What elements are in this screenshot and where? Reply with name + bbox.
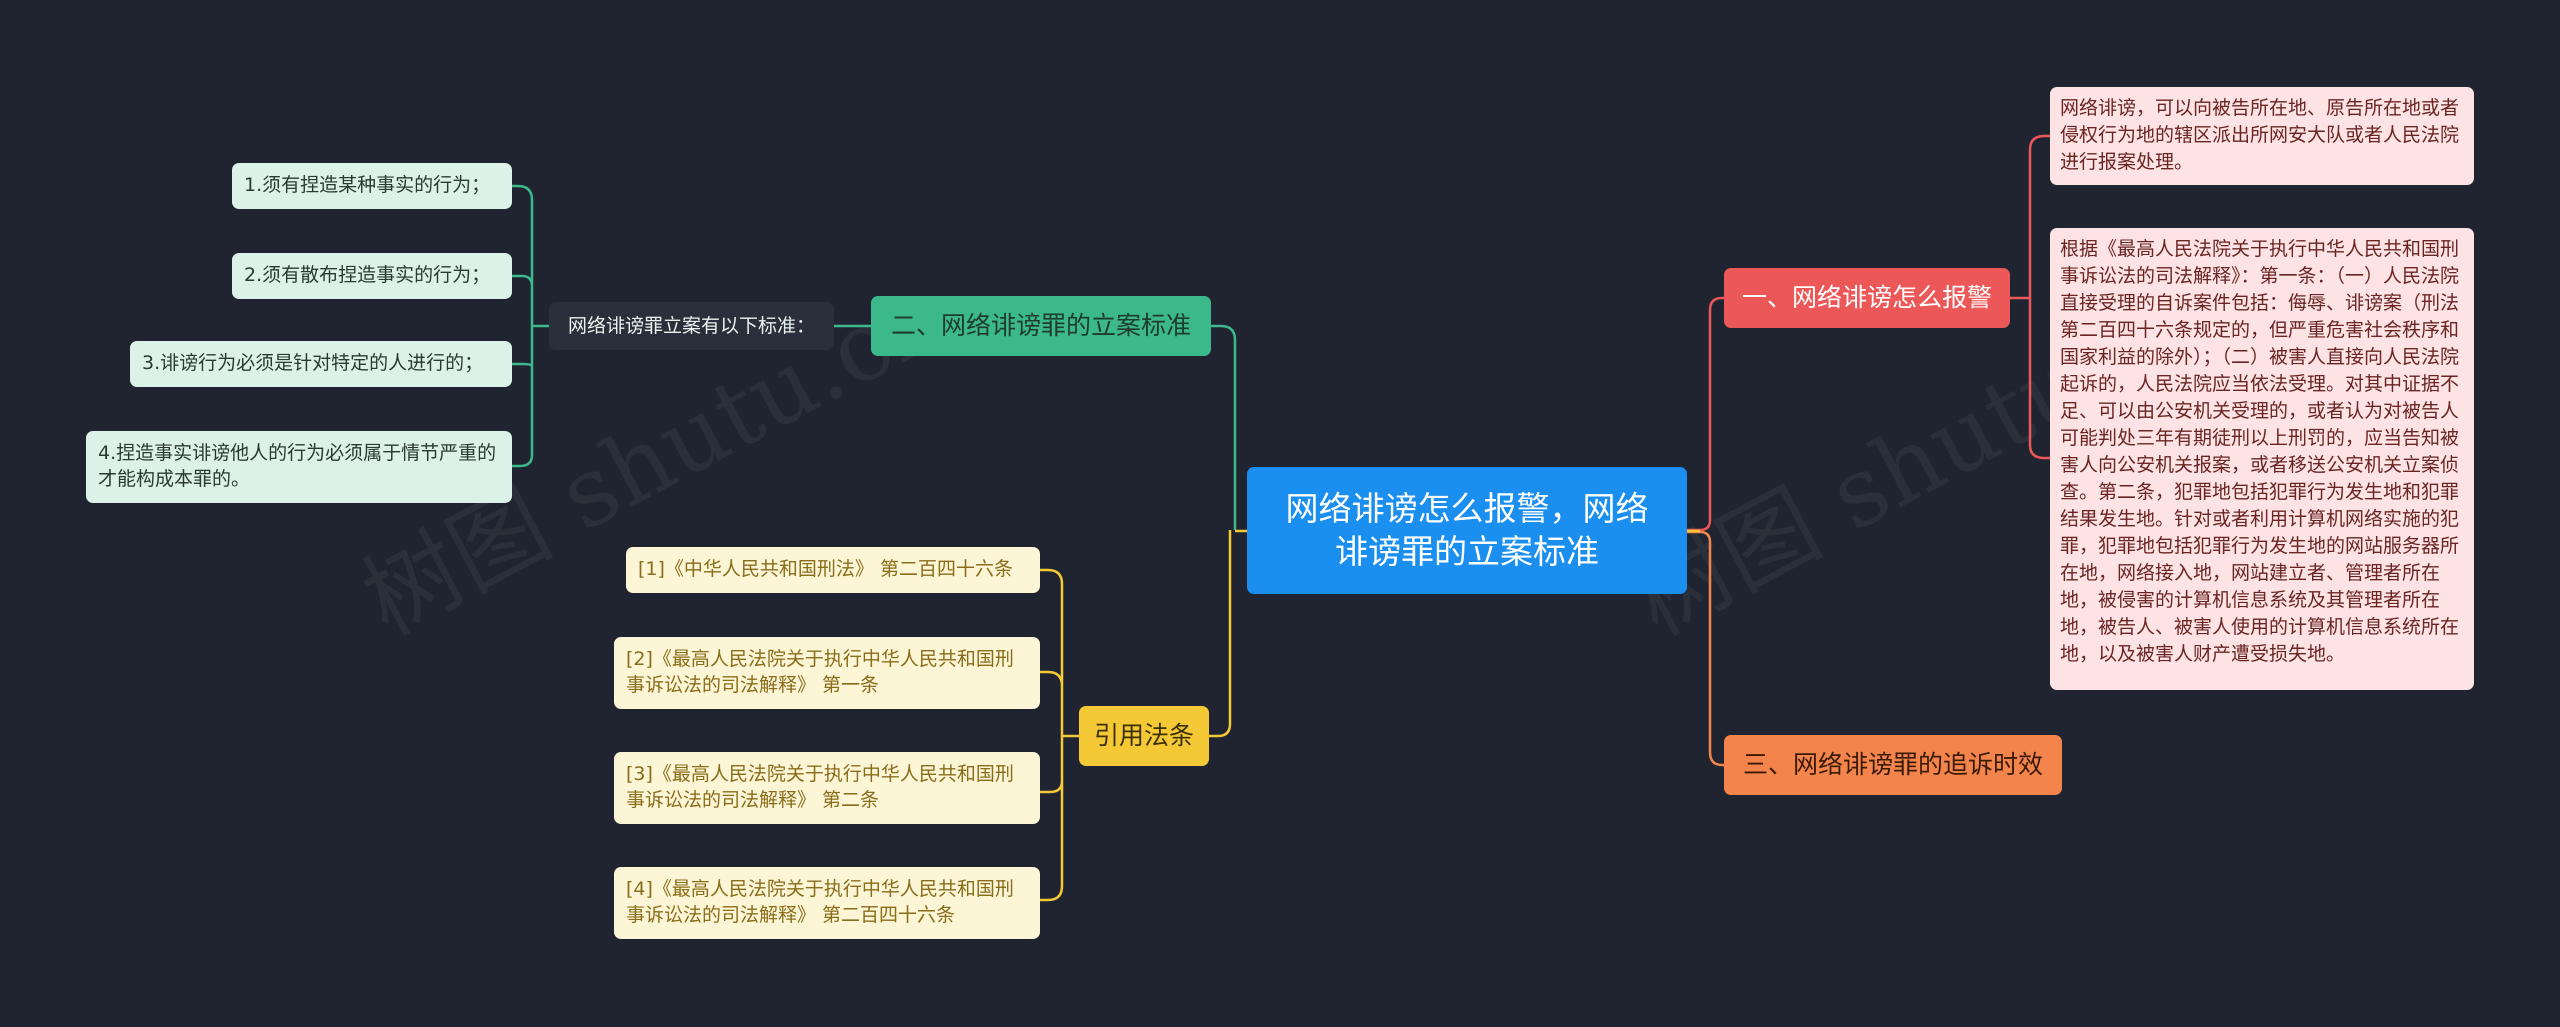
edge-center-standard [1211, 324, 1237, 530]
edge-sub-items [512, 184, 549, 468]
standard-item[interactable]: 4.捏造事实诽谤他人的行为必须属于情节严重的才能构成本罪的。 [86, 431, 512, 503]
law-item[interactable]: [1]《中华人民共和国刑法》 第二百四十六条 [626, 547, 1040, 593]
edge-center-limitation [1687, 530, 1724, 767]
branch-standard[interactable]: 二、网络诽谤罪的立案标准 [871, 296, 1211, 356]
branch-laws[interactable]: 引用法条 [1079, 706, 1209, 766]
branch-report[interactable]: 一、网络诽谤怎么报警 [1724, 268, 2010, 328]
edge-center-report [1687, 296, 1724, 532]
standard-item[interactable]: 2.须有散布捏造事实的行为； [232, 253, 512, 299]
report-item[interactable]: 网络诽谤，可以向被告所在地、原告所在地或者侵权行为地的辖区派出所网安大队或者人民… [2050, 87, 2474, 185]
edge-laws-items [1040, 568, 1079, 902]
central-topic[interactable]: 网络诽谤怎么报警，网络诽谤罪的立案标准 [1247, 467, 1687, 594]
law-item[interactable]: [3]《最高人民法院关于执行中华人民共和国刑事诉讼法的司法解释》 第二条 [614, 752, 1040, 824]
law-item[interactable]: [4]《最高人民法院关于执行中华人民共和国刑事诉讼法的司法解释》 第二百四十六条 [614, 867, 1040, 939]
edge-report-items [2010, 134, 2050, 460]
standard-intro[interactable]: 网络诽谤罪立案有以下标准： [549, 302, 834, 350]
law-item[interactable]: [2]《最高人民法院关于执行中华人民共和国刑事诉讼法的司法解释》 第一条 [614, 637, 1040, 709]
edge-center-laws [1209, 530, 1232, 738]
report-item[interactable]: 根据《最高人民法院关于执行中华人民共和国刑事诉讼法的司法解释》：第一条：（一）人… [2050, 228, 2474, 690]
branch-limitation[interactable]: 三、网络诽谤罪的追诉时效 [1724, 735, 2062, 795]
standard-item[interactable]: 3.诽谤行为必须是针对特定的人进行的； [130, 341, 512, 387]
standard-item[interactable]: 1.须有捏造某种事实的行为； [232, 163, 512, 209]
